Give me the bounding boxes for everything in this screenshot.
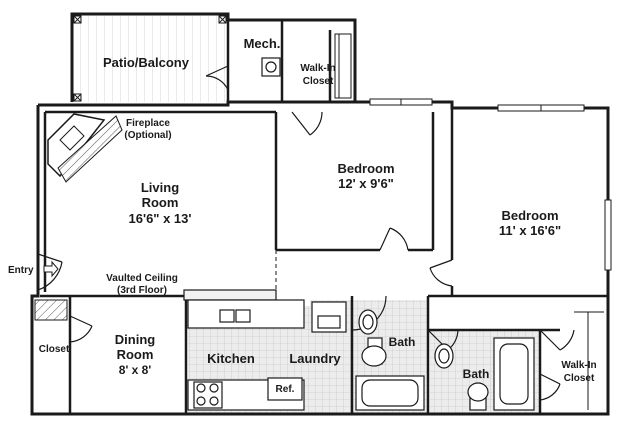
label-mech: Mech.: [244, 36, 281, 51]
label-living-line3: 16'6" x 13': [129, 211, 192, 226]
label-dining-line3: 8' x 8': [119, 363, 152, 377]
label-vaulted-line1: Vaulted Ceiling: [106, 273, 178, 284]
interior-walls: [40, 20, 608, 414]
label-entry: Entry: [8, 265, 34, 276]
label-bath-2: Bath: [463, 367, 490, 381]
walkin-closet-1-shelving: [334, 33, 352, 99]
label-fireplace-line1: Fireplace: [126, 118, 170, 129]
label-vaulted-line2: (3rd Floor): [117, 285, 167, 296]
label-dining-line2: Room: [117, 347, 154, 362]
label-bedroom-2-line1: Bedroom: [501, 208, 558, 223]
dining-closet-shelving: [34, 299, 68, 321]
label-living-line2: Room: [142, 195, 179, 210]
fireplace-unit: [47, 113, 123, 183]
label-bedroom-2-line2: 11' x 16'6": [499, 223, 561, 238]
label-dining-line1: Dining: [115, 332, 155, 347]
patio-posts: [73, 15, 227, 102]
walkin-closet-2-shelving: [574, 311, 604, 410]
label-bedroom-1-line2: 12' x 9'6": [338, 176, 394, 191]
label-walkin-closet-2-line1: Walk-In: [561, 360, 596, 371]
room-labels: Patio/Balcony Mech. Walk-In Closet Firep…: [8, 36, 597, 395]
patio-deck: [72, 14, 228, 102]
label-living-line1: Living: [141, 180, 179, 195]
windows: [369, 98, 612, 271]
label-laundry: Laundry: [289, 351, 341, 366]
exterior-walls: [30, 12, 610, 416]
mech-unit: [261, 57, 281, 77]
label-walkin-closet-1-line2: Closet: [303, 76, 334, 87]
label-ref: Ref.: [276, 384, 295, 395]
label-kitchen: Kitchen: [207, 351, 255, 366]
kitchen-fixtures: [183, 289, 425, 411]
label-bath-1: Bath: [389, 335, 416, 349]
label-walkin-closet-2-line2: Closet: [564, 373, 595, 384]
label-bedroom-1-line1: Bedroom: [337, 161, 394, 176]
label-fireplace-line2: (Optional): [124, 130, 171, 141]
label-closet: Closet: [39, 344, 70, 355]
entry-arrow: [43, 260, 59, 278]
label-walkin-closet-1-line1: Walk-In: [300, 63, 335, 74]
bath-2-fixtures: [434, 337, 535, 411]
door-swings: [37, 65, 575, 401]
label-patio: Patio/Balcony: [103, 55, 190, 70]
